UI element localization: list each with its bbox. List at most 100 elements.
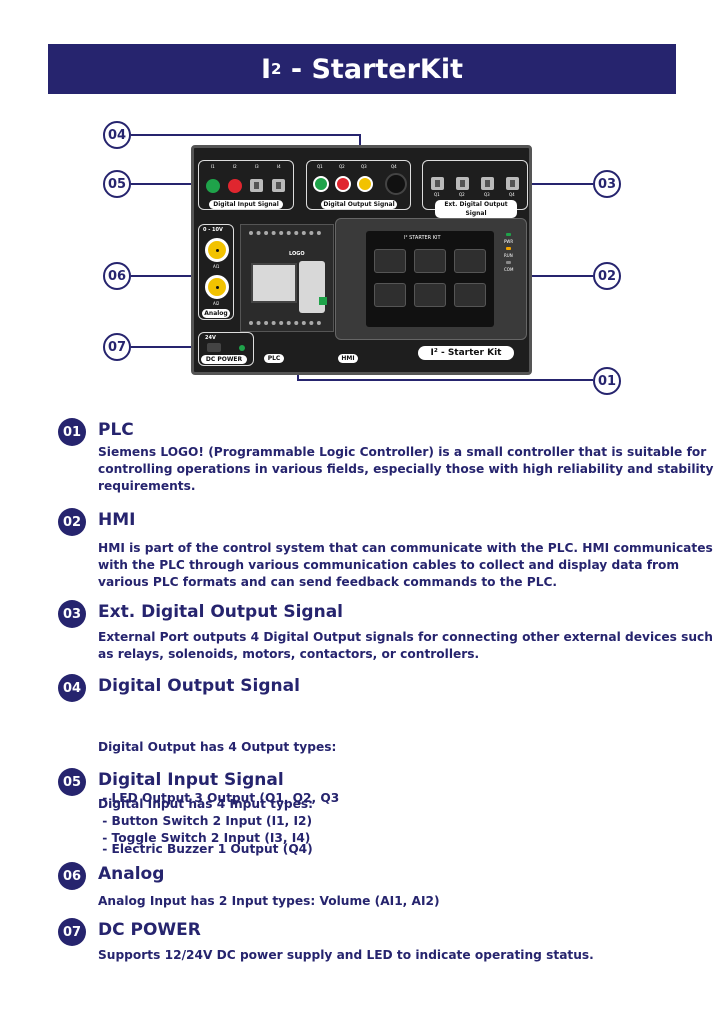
body-line: - Button Switch 2 Input (I1, I2) <box>98 814 313 828</box>
section-body: Digital Input has 4 Input types: - Butto… <box>98 796 716 847</box>
kit-diagram: 04 05 03 06 02 07 01 I1 I2 I3 I4 Digital… <box>0 110 724 400</box>
body-line: as relays, solenoids, motors, contactors… <box>98 647 480 661</box>
plc-keypad <box>299 261 325 313</box>
section-title: Digital Output Signal <box>98 676 300 696</box>
analog-label: Analog <box>202 309 230 318</box>
callout-07: 07 <box>103 333 131 361</box>
ai2-label: AI2 <box>213 301 220 306</box>
callout-05: 05 <box>103 170 131 198</box>
plc-module: LOGO <box>240 224 334 332</box>
hmi-button-3 <box>454 249 486 273</box>
callout-line-03 <box>524 183 593 185</box>
banner-title-sup: 2 <box>271 60 282 78</box>
kit-label: I² - Starter Kit <box>418 346 514 360</box>
body-line: Analog Input has 2 Input types: Volume (… <box>98 894 440 908</box>
callout-line-02 <box>528 275 593 277</box>
callout-line-01 <box>297 379 593 381</box>
analog-range: 0 - 10V <box>203 227 223 233</box>
power-led <box>239 345 245 351</box>
plc-terminals-bottom <box>249 321 321 329</box>
banner-title-main: I <box>261 53 272 85</box>
ext-label-q3: Q3 <box>484 192 490 197</box>
ext-output-label: Ext. Digital Output Signal <box>435 200 517 218</box>
ext-port-q4 <box>506 177 519 190</box>
plc-display <box>251 263 297 303</box>
output-label-q3: Q3 <box>361 164 367 169</box>
body-line: Digital Input has 4 Input types: <box>98 797 314 811</box>
section-body: Digital Output has 4 Output types: - LED… <box>98 705 716 892</box>
hmi-button-1 <box>374 249 406 273</box>
power-voltage: 24V <box>205 335 216 341</box>
callout-06: 06 <box>103 262 131 290</box>
run-led <box>506 247 511 250</box>
ext-label-q1: Q1 <box>434 192 440 197</box>
input-label-i3: I3 <box>255 164 259 169</box>
toggle-switch-i3 <box>250 179 263 192</box>
run-label: RUN <box>504 253 513 258</box>
body-line: requirements. <box>98 479 196 493</box>
output-label-q1: Q1 <box>317 164 323 169</box>
body-line: Digital Output has 4 Output types: <box>98 740 337 754</box>
plc-terminals-top <box>249 231 321 239</box>
section-title: HMI <box>98 510 136 530</box>
body-line: HMI is part of the control system that c… <box>98 541 713 555</box>
led-q2 <box>335 176 351 192</box>
hmi-screen: I² STARTER KIT <box>366 231 494 327</box>
section-number: 05 <box>58 768 86 796</box>
body-line: Siemens LOGO! (Programmable Logic Contro… <box>98 445 707 459</box>
ext-output-box: Q1 Q2 Q3 Q4 Ext. Digital Output Signal <box>422 160 528 218</box>
callout-03: 03 <box>593 170 621 198</box>
input-label-i2: I2 <box>233 164 237 169</box>
led-q1 <box>313 176 329 192</box>
section-number: 03 <box>58 600 86 628</box>
section-number: 04 <box>58 674 86 702</box>
callout-line-06 <box>131 275 197 277</box>
input-label-i1: I1 <box>211 164 215 169</box>
com-led <box>506 261 511 264</box>
plc-label: PLC <box>264 354 284 363</box>
section-number: 06 <box>58 862 86 890</box>
section-number: 01 <box>58 418 86 446</box>
section-body: HMI is part of the control system that c… <box>98 540 716 591</box>
section-title: Ext. Digital Output Signal <box>98 602 343 622</box>
logo-label: LOGO <box>289 251 305 257</box>
body-line: - LED Output 3 Output (Q1, Q2, Q3 <box>98 791 340 805</box>
plc-run-key <box>319 297 327 305</box>
callout-line-05 <box>131 183 199 185</box>
dc-power-box: 24V DC POWER <box>198 332 254 366</box>
buzzer-q4 <box>385 173 407 195</box>
callout-line-04 <box>131 134 361 136</box>
ext-label-q4: Q4 <box>509 192 515 197</box>
section-body: Supports 12/24V DC power supply and LED … <box>98 947 716 964</box>
digital-input-box: I1 I2 I3 I4 Digital Input Signal <box>198 160 294 210</box>
banner-title-rest: - StarterKit <box>281 53 463 85</box>
led-q3 <box>357 176 373 192</box>
hmi-button-5 <box>414 283 446 307</box>
section-number: 02 <box>58 508 86 536</box>
ext-port-q2 <box>456 177 469 190</box>
ext-port-q3 <box>481 177 494 190</box>
dc-power-label: DC POWER <box>201 355 247 364</box>
section-body: Siemens LOGO! (Programmable Logic Contro… <box>98 444 716 495</box>
digital-output-box: Q1 Q2 Q3 Q4 Digital Output Signal <box>306 160 411 210</box>
hmi-title: I² STARTER KIT <box>404 235 441 241</box>
section-body: Analog Input has 2 Input types: Volume (… <box>98 893 716 910</box>
volume-knob-ai1 <box>205 238 229 262</box>
body-line: - Electric Buzzer 1 Output (Q4) <box>98 842 313 856</box>
pwr-label: PWR <box>504 239 514 244</box>
power-jack <box>207 343 221 352</box>
hmi-button-4 <box>374 283 406 307</box>
digital-input-label: Digital Input Signal <box>209 200 283 209</box>
volume-knob-ai2 <box>205 275 229 299</box>
digital-output-label: Digital Output Signal <box>321 200 397 209</box>
callout-line-07 <box>131 346 197 348</box>
output-label-q4: Q4 <box>391 164 397 169</box>
section-title: Analog <box>98 864 165 884</box>
section-title: Digital Input Signal <box>98 770 284 790</box>
callout-04: 04 <box>103 121 131 149</box>
output-label-q2: Q2 <box>339 164 345 169</box>
ai1-label: AI1 <box>213 264 220 269</box>
body-line: Supports 12/24V DC power supply and LED … <box>98 948 594 962</box>
section-body: External Port outputs 4 Digital Output s… <box>98 629 716 663</box>
